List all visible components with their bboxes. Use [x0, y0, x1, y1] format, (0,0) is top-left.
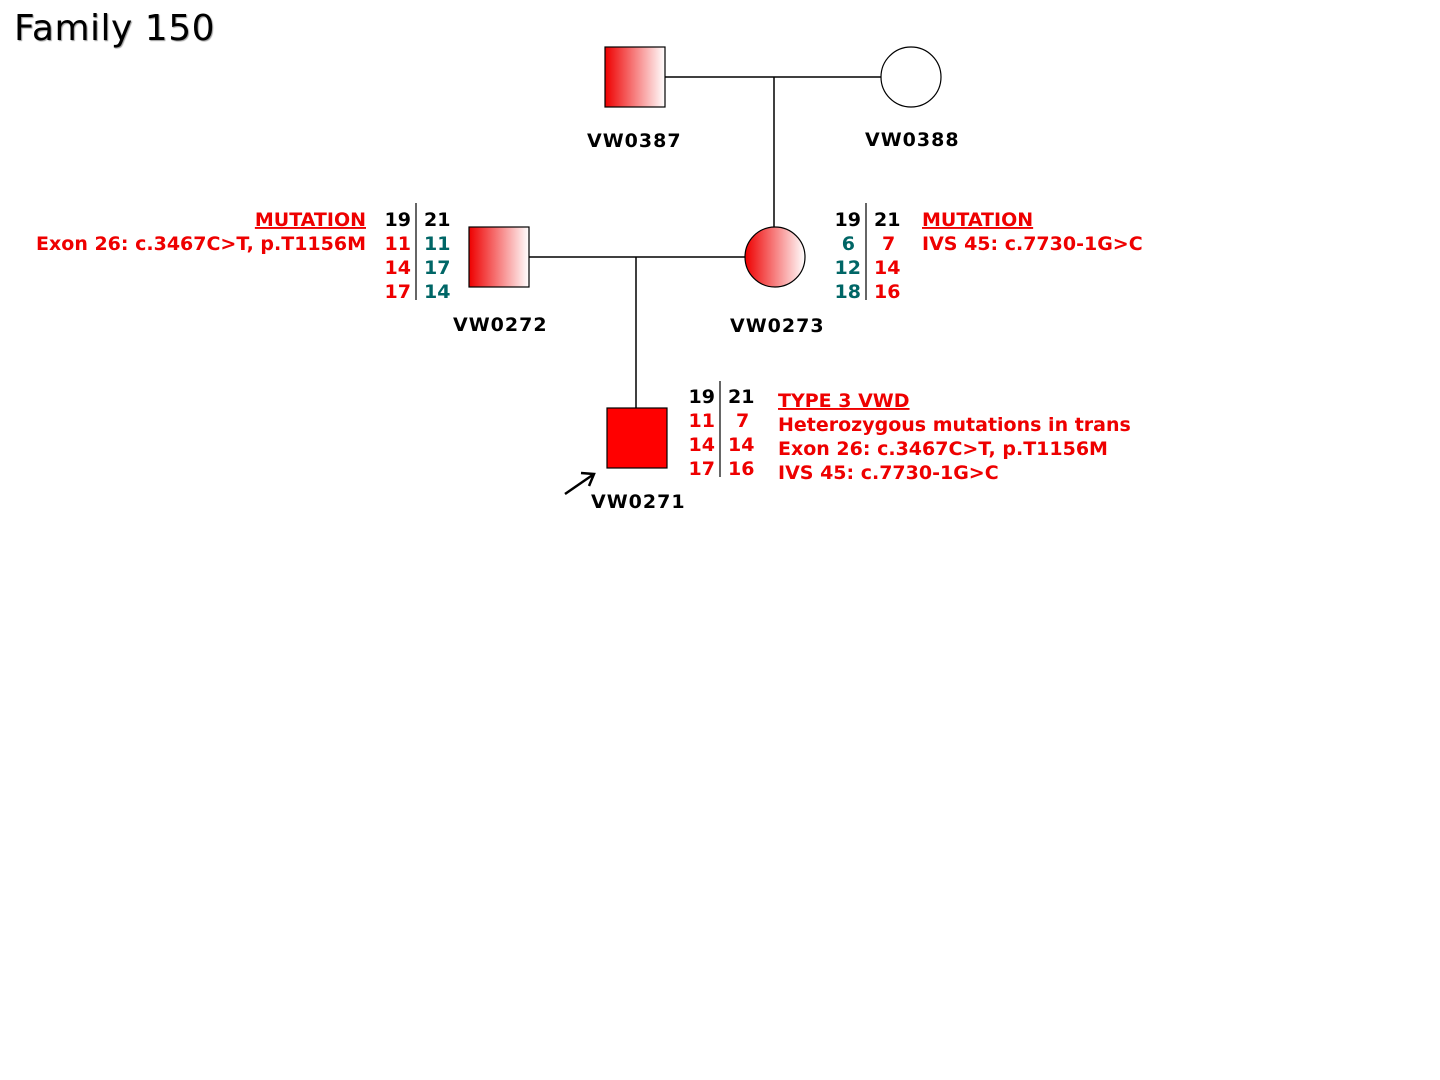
mother-hap-header-left: 19 — [835, 209, 861, 231]
mother-symbol — [744, 226, 806, 288]
father-id: VW0272 — [453, 314, 548, 336]
proband-hap-row2-right: 14 — [728, 434, 754, 456]
father-hap-row1-left: 11 — [385, 233, 411, 255]
father-hap-header-right: 21 — [424, 209, 450, 231]
father-hap-row3-right: 14 — [424, 281, 450, 303]
page-title: Family 150 — [14, 8, 215, 49]
grandfather-id: VW0387 — [587, 130, 682, 152]
mother-hap-row1-right: 7 — [882, 233, 895, 255]
proband-arrow-icon — [564, 471, 596, 496]
proband-hap-header-left: 19 — [689, 386, 715, 408]
father-hap-row3-left: 17 — [385, 281, 411, 303]
mother-id: VW0273 — [730, 315, 825, 337]
grandfather-symbol — [604, 46, 666, 108]
father-mutation-heading: MUTATION — [255, 209, 366, 231]
proband-hap-row2-left: 14 — [689, 434, 715, 456]
mother-hap-row3-right: 16 — [874, 281, 900, 303]
mother-hap-row1-left: 6 — [842, 233, 855, 255]
proband-hap-row3-right: 16 — [728, 458, 754, 480]
mother-mutation-detail: IVS 45: c.7730-1G>C — [922, 233, 1143, 255]
father-mutation-detail: Exon 26: c.3467C>T, p.T1156M — [36, 233, 366, 255]
mother-hap-header-right: 21 — [874, 209, 900, 231]
proband-diagnosis-line3: IVS 45: c.7730-1G>C — [778, 462, 999, 484]
grandmother-symbol — [880, 46, 942, 108]
grandmother-id: VW0388 — [865, 129, 960, 151]
proband-id: VW0271 — [591, 491, 686, 513]
proband-diagnosis-line2: Exon 26: c.3467C>T, p.T1156M — [778, 438, 1108, 460]
mother-hap-row3-left: 18 — [835, 281, 861, 303]
proband-hap-row1-left: 11 — [689, 410, 715, 432]
proband-diagnosis-line1: Heterozygous mutations in trans — [778, 414, 1131, 436]
proband-hap-row1-right: 7 — [736, 410, 749, 432]
father-hap-row2-left: 14 — [385, 257, 411, 279]
father-hap-row2-right: 17 — [424, 257, 450, 279]
father-hap-row1-right: 11 — [424, 233, 450, 255]
mother-hap-row2-right: 14 — [874, 257, 900, 279]
proband-hap-row3-left: 17 — [689, 458, 715, 480]
mother-hap-row2-left: 12 — [835, 257, 861, 279]
proband-hap-header-right: 21 — [728, 386, 754, 408]
mother-mutation-heading: MUTATION — [922, 209, 1033, 231]
father-symbol — [468, 226, 530, 288]
proband-symbol — [606, 407, 668, 469]
proband-diagnosis-heading: TYPE 3 VWD — [778, 390, 910, 412]
father-hap-header-left: 19 — [385, 209, 411, 231]
